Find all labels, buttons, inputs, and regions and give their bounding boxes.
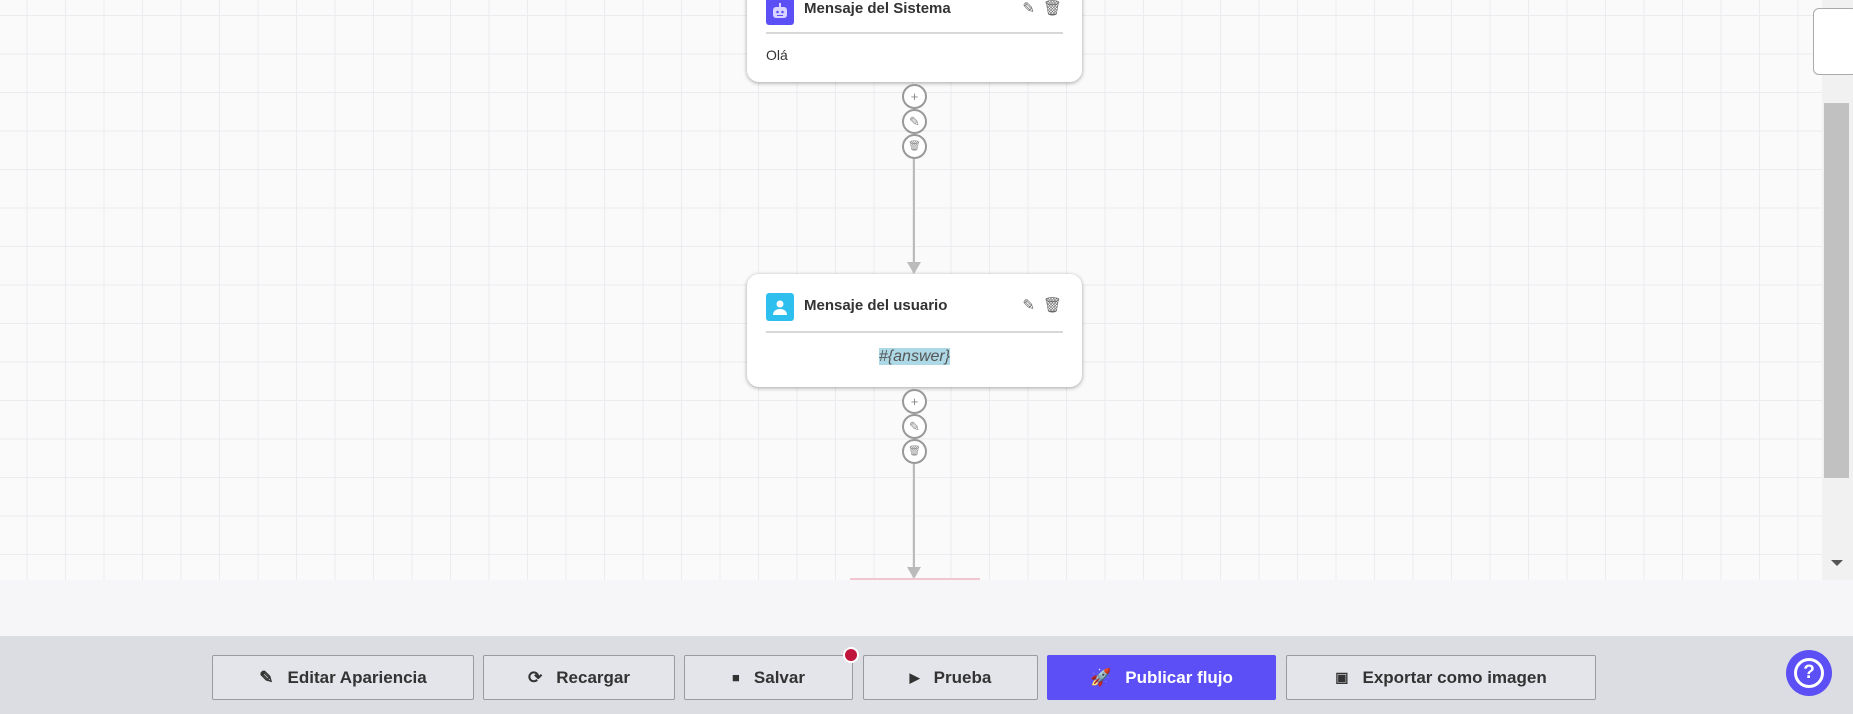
node-body: #{answer} [766, 348, 1063, 366]
reload-button[interactable]: ⟳ Recargar [483, 655, 675, 700]
bottom-toolbar: ✎ Editar Apariencia ⟳ Recargar ■ Salvar ▶ Pr… [0, 636, 1853, 714]
save-button[interactable]: ■ Salvar [684, 655, 853, 700]
publish-flow-button[interactable]: 🚀 Publicar flujo [1047, 655, 1276, 700]
button-label: Salvar [753, 667, 805, 687]
delete-node-icon[interactable]: 🗑 [1042, 0, 1062, 17]
connector-arrow [907, 567, 921, 579]
scroll-down-arrow[interactable] [1831, 560, 1843, 566]
minimap-panel[interactable] [1813, 8, 1853, 75]
edit-icon: ✎ [259, 667, 274, 687]
node-title: Mensaje del usuario [804, 297, 948, 314]
vertical-scrollbar[interactable] [1822, 0, 1853, 580]
connector-arrow [907, 262, 921, 274]
add-node-button[interactable]: + [902, 84, 927, 109]
user-icon [766, 293, 794, 321]
add-node-button[interactable]: + [902, 389, 927, 414]
rocket-icon: 🚀 [1090, 667, 1112, 687]
delete-connection-button[interactable]: 🗑 [902, 439, 927, 464]
connector-line [913, 159, 915, 263]
flow-canvas[interactable]: Mensaje del Sistema ✎ 🗑 Olá + ✎ 🗑 Mensaj… [0, 0, 1822, 580]
refresh-icon: ⟳ [528, 667, 543, 687]
next-node-edge [850, 578, 980, 580]
button-label: Exportar como imagen [1362, 667, 1547, 687]
robot-icon [766, 0, 794, 25]
button-label: Recargar [556, 667, 630, 687]
delete-node-icon[interactable]: 🗑 [1042, 297, 1062, 314]
edit-node-icon[interactable]: ✎ [1022, 0, 1035, 17]
delete-connection-button[interactable]: 🗑 [902, 134, 927, 159]
edit-connection-button[interactable]: ✎ [902, 109, 927, 134]
connector-line [913, 464, 915, 569]
question-icon: ? [1794, 658, 1824, 688]
edit-node-icon[interactable]: ✎ [1022, 297, 1035, 314]
answer-variable: #{answer} [878, 348, 951, 365]
node-title: Mensaje del Sistema [804, 0, 951, 17]
button-label: Editar Apariencia [287, 667, 427, 687]
edit-appearance-button[interactable]: ✎ Editar Apariencia [212, 655, 474, 700]
edit-connection-button[interactable]: ✎ [902, 414, 927, 439]
divider [766, 32, 1063, 34]
scrollbar-thumb[interactable] [1824, 103, 1849, 478]
button-label: Prueba [933, 667, 992, 687]
test-button[interactable]: ▶ Prueba [863, 655, 1038, 700]
node-user-message[interactable]: Mensaje del usuario ✎ 🗑 #{answer} [747, 274, 1082, 387]
help-button[interactable]: ? [1786, 650, 1832, 696]
play-icon: ▶ [909, 669, 920, 685]
image-icon: ▣ [1335, 669, 1349, 685]
node-body: Olá [766, 47, 788, 63]
unsaved-indicator [843, 647, 859, 663]
button-label: Publicar flujo [1125, 667, 1233, 687]
node-system-message[interactable]: Mensaje del Sistema ✎ 🗑 Olá [747, 0, 1082, 82]
divider [766, 331, 1063, 333]
export-image-button[interactable]: ▣ Exportar como imagen [1286, 655, 1596, 700]
save-icon: ■ [732, 670, 740, 685]
